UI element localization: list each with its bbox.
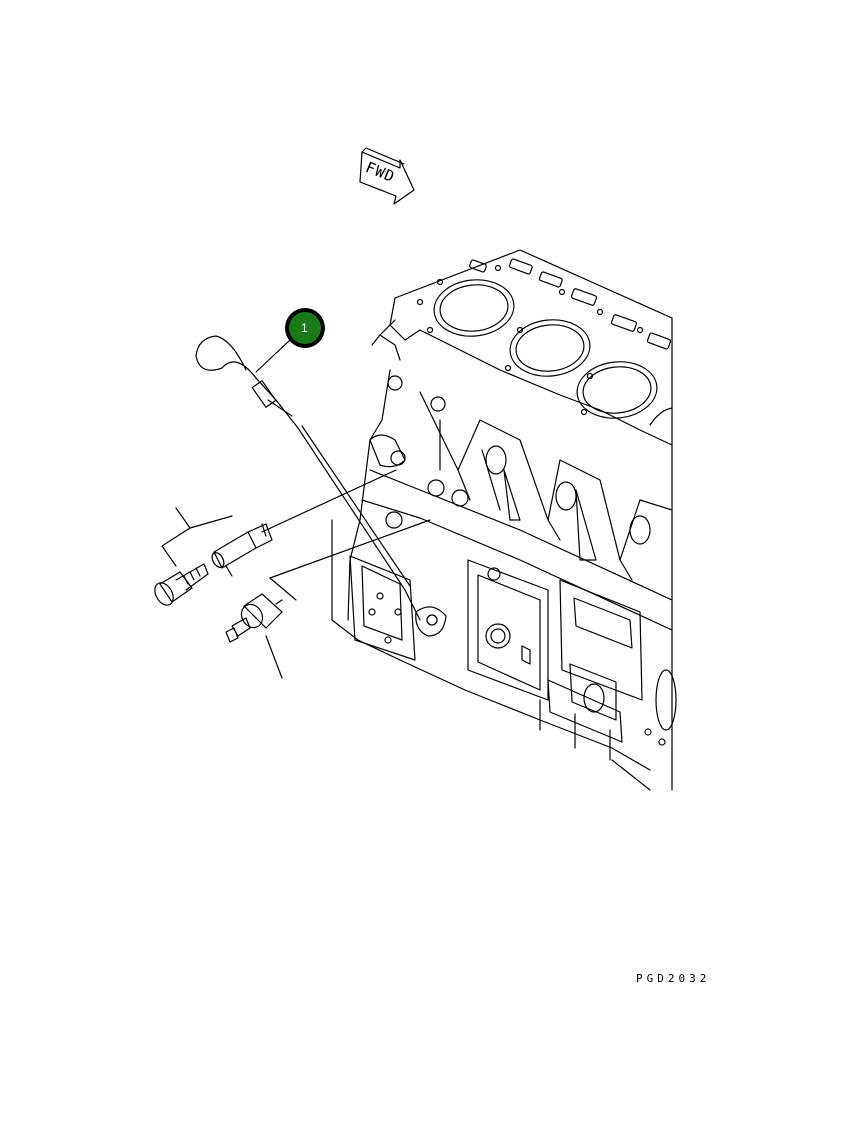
drawing-code: PGD2032 <box>636 972 711 985</box>
switch-leader <box>270 520 430 600</box>
callout-1[interactable]: 1 <box>285 308 325 348</box>
tube-connector <box>210 470 396 576</box>
fwd-arrow-icon: FWD <box>360 148 414 204</box>
bracket-leader <box>162 508 190 566</box>
dipstick[interactable] <box>196 336 420 620</box>
callout-1-fill <box>289 312 321 344</box>
oil-pressure-switch <box>226 594 282 678</box>
cylinder-block <box>332 250 676 790</box>
callout-1-number: 1 <box>301 321 308 335</box>
bolt <box>151 564 208 608</box>
callout-leader-line <box>256 340 290 372</box>
